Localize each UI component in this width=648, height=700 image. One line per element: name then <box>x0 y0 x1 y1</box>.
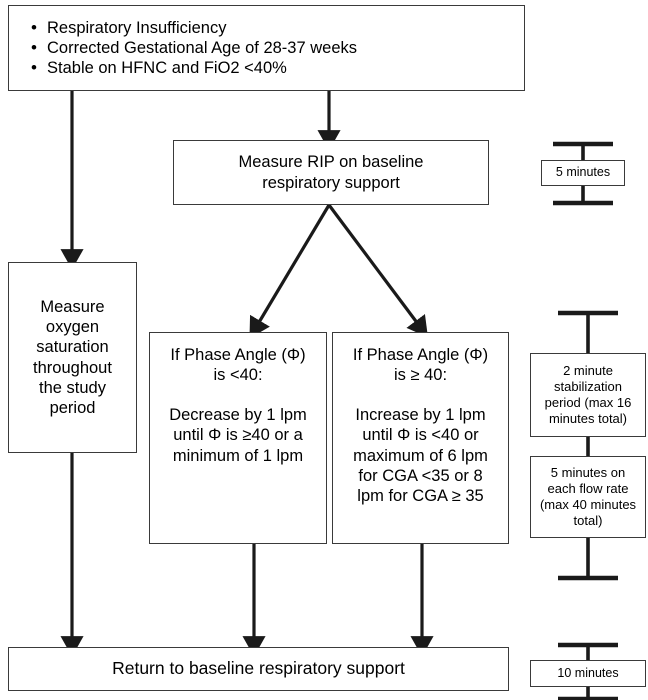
timing-baseline-line-1: 5 minutes <box>555 165 611 180</box>
timing-box-flow-rate[interactable]: 5 minutes on each flow rate (max 40 minu… <box>530 456 646 538</box>
measure-oxygen-line-3: saturation <box>36 338 109 357</box>
timing-box-return-measure[interactable]: 10 minutes <box>530 660 646 687</box>
measure-oxygen-line-1: Measure <box>40 298 105 317</box>
timing-stabilization-line-2: stabilization <box>554 379 622 395</box>
timing-flow-rate-line-1: 5 minutes on <box>550 465 626 481</box>
measure-oxygen-line-4: throughout <box>33 358 112 377</box>
criteria-text-3: Stable on HFNC and FiO2 <40% <box>47 59 287 78</box>
timing-flow-rate-line-2: each flow rate <box>547 481 629 497</box>
phase-low-line-3: Decrease by 1 lpm <box>169 406 307 425</box>
phase-low-line-5: minimum of 1 lpm <box>172 446 304 465</box>
timing-stabilization-line-3: period (max 16 <box>544 395 632 410</box>
measure-rip-line-1: Measure RIP on baseline <box>238 153 424 172</box>
criteria-bullet-row: • Stable on HFNC and FiO2 <40% <box>21 58 524 78</box>
criteria-text-1: Respiratory Insufficiency <box>47 18 227 37</box>
measure-oxygen-line-6: period <box>49 398 96 417</box>
timing-box-baseline-measure[interactable]: 5 minutes <box>541 160 625 186</box>
node-phase-angle-low[interactable]: If Phase Angle (Φ) is <40: Decrease by 1… <box>149 332 327 544</box>
timing-box-stabilization[interactable]: 2 minute stabilization period (max 16 mi… <box>530 353 646 437</box>
phase-high-line-1: If Phase Angle (Φ) <box>352 346 489 364</box>
node-phase-angle-high[interactable]: If Phase Angle (Φ) is ≥ 40: Increase by … <box>332 332 509 544</box>
criteria-text-2: Corrected Gestational Age of 28-37 weeks <box>47 38 358 57</box>
phase-high-line-7: lpm for CGA ≥ 35 <box>357 486 484 505</box>
connector-rip-to-phase-low <box>249 204 331 339</box>
return-baseline-line-1: Return to baseline respiratory support <box>112 658 405 679</box>
bullet-icon: • <box>31 58 37 78</box>
measure-rip-line-2: respiratory support <box>262 173 400 192</box>
phase-low-line-1: If Phase Angle (Φ) <box>170 346 306 364</box>
node-return-baseline[interactable]: Return to baseline respiratory support <box>8 647 509 691</box>
connector-rip-to-phase-high <box>327 204 428 338</box>
node-inclusion-criteria[interactable]: • Respiratory Insufficiency • Corrected … <box>8 5 525 91</box>
timing-flow-rate-line-4: total) <box>573 512 603 528</box>
timing-stabilization-line-1: 2 minute <box>563 363 613 379</box>
measure-oxygen-line-5: the study <box>39 378 106 397</box>
phase-low-line-4: until Φ is ≥40 or a <box>173 426 303 445</box>
criteria-bullet-row: • Corrected Gestational Age of 28-37 wee… <box>21 38 524 58</box>
phase-high-line-4: until Φ is <40 or <box>362 426 479 445</box>
phase-high-line-5: maximum of 6 lpm <box>353 446 488 465</box>
node-measure-oxygen[interactable]: Measure oxygen saturation throughout the… <box>8 262 137 453</box>
phase-high-line-6: for CGA <35 or 8 <box>358 466 483 485</box>
timing-stabilization-line-4: minutes total) <box>548 410 628 426</box>
timing-flow-rate-line-3: (max 40 minutes <box>539 497 637 512</box>
measure-oxygen-line-2: oxygen <box>45 318 100 337</box>
node-measure-rip[interactable]: Measure RIP on baseline respiratory supp… <box>173 140 489 205</box>
phase-high-line-2: is ≥ 40: <box>393 366 448 385</box>
timing-return-line-1: 10 minutes <box>557 665 619 680</box>
criteria-bullet-row: • Respiratory Insufficiency <box>21 18 524 38</box>
phase-low-line-2: is <40: <box>213 366 263 385</box>
phase-high-line-3: Increase by 1 lpm <box>355 406 486 425</box>
bullet-icon: • <box>31 37 37 57</box>
bullet-icon: • <box>31 17 37 37</box>
